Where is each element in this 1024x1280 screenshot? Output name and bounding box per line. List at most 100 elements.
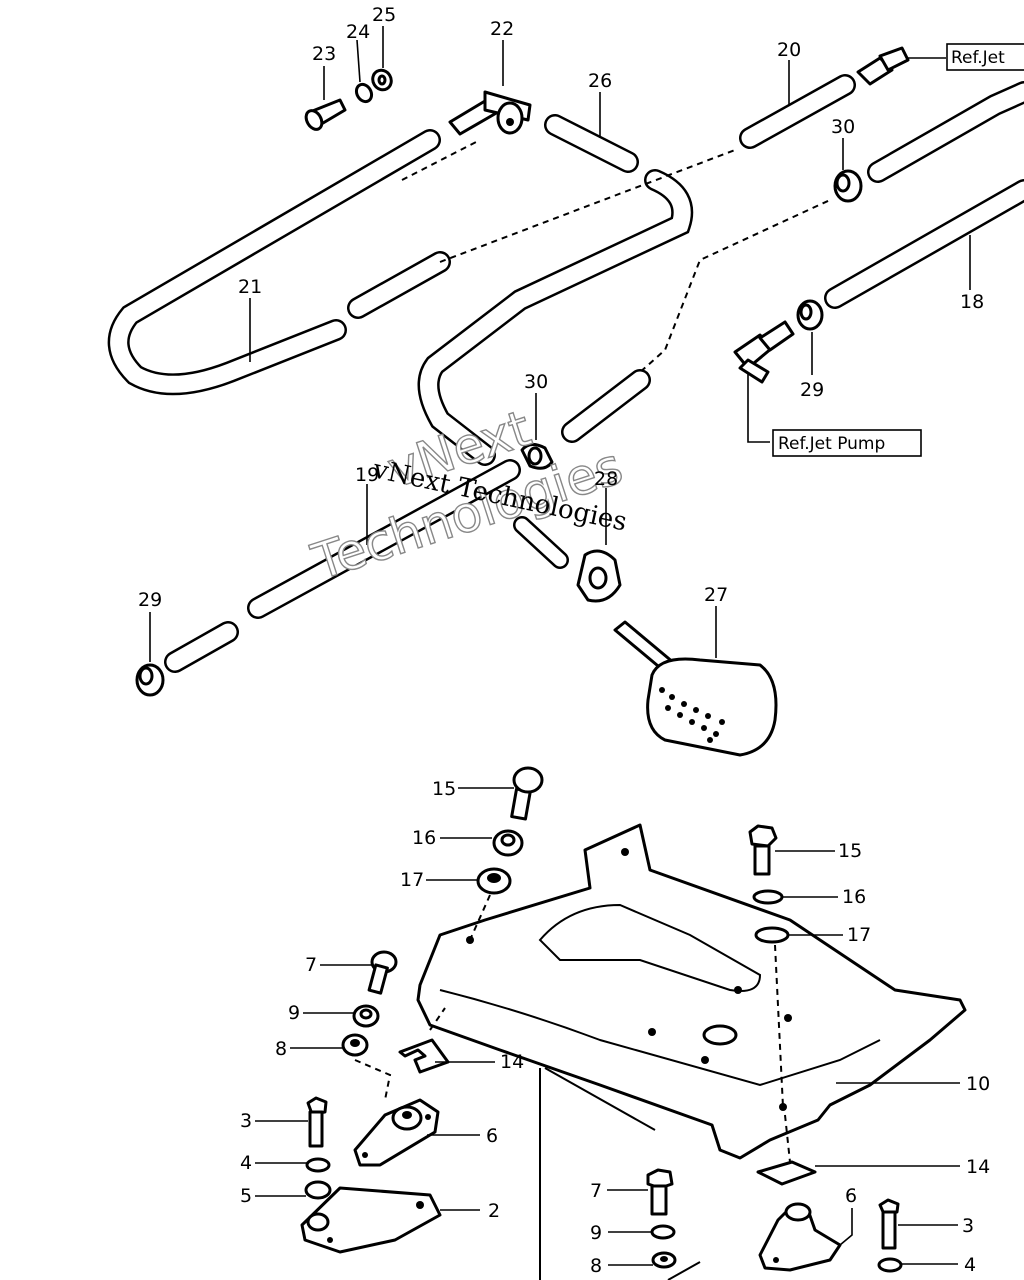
hose-center-loop	[417, 169, 694, 466]
hose-26	[544, 114, 639, 173]
clamp-29-right	[796, 299, 824, 331]
washer-4-left	[305, 1157, 331, 1173]
callout-27: 27	[704, 584, 728, 606]
bolt-7-right	[646, 1168, 674, 1216]
svg-text:Ref.Jet: Ref.Jet	[951, 48, 1005, 68]
shim-14-left	[398, 1038, 450, 1074]
callout-10: 10	[966, 1073, 990, 1095]
ref-box-jet-top: Ref.Jet	[946, 43, 1024, 71]
washer-16-right	[752, 889, 784, 905]
ref-box-jet-pump: Ref.Jet Pump	[772, 429, 922, 457]
tee-fitting-22	[448, 90, 532, 136]
callout-5-left: 5	[240, 1185, 252, 1207]
callout-4-right: 4	[964, 1254, 976, 1276]
fitting-28	[576, 549, 622, 603]
hose-20	[739, 74, 856, 149]
washer-25	[371, 68, 393, 92]
align-line-15-right	[774, 944, 784, 1108]
callout-3-right: 3	[962, 1215, 974, 1237]
washer-24	[354, 82, 374, 104]
align-line-6-left	[354, 1059, 392, 1101]
callout-numbers: 23 24 25 22 26 20 30 18 21 29 30 19 28 2…	[138, 4, 990, 1277]
leader-lines	[149, 26, 971, 1266]
align-line-15-left	[469, 894, 491, 941]
bolt-3-right	[878, 1198, 900, 1250]
callout-9-left: 9	[288, 1002, 300, 1024]
callout-8-right: 8	[590, 1255, 602, 1277]
washer-9-left	[352, 1004, 380, 1028]
callout-29-right: 29	[800, 379, 824, 401]
callout-9-right: 9	[590, 1222, 602, 1244]
callout-21: 21	[238, 276, 262, 298]
callout-30-top: 30	[831, 116, 855, 138]
callout-3-left: 3	[240, 1110, 252, 1132]
washer-5-left	[304, 1180, 332, 1200]
routing-line-c	[401, 139, 481, 181]
washer-4-right	[877, 1257, 903, 1273]
callout-14-right: 14	[966, 1156, 990, 1178]
washer-8-left	[341, 1033, 369, 1057]
callout-20: 20	[777, 39, 801, 61]
svg-text:Ref.Jet Pump: Ref.Jet Pump	[778, 434, 885, 454]
bolt-15-left	[510, 766, 544, 821]
hose-short-mid	[347, 251, 451, 319]
callout-6-right: 6	[845, 1185, 857, 1207]
callout-28: 28	[594, 468, 618, 490]
washer-9-right	[650, 1224, 676, 1240]
hose-short-28	[513, 516, 569, 569]
callout-16-right: 16	[842, 886, 866, 908]
strainer-27	[613, 620, 778, 757]
clamp-30-top	[833, 169, 863, 203]
align-line-14-left	[429, 1007, 446, 1031]
bolt-3-left	[306, 1096, 328, 1148]
routing-line-a	[439, 149, 736, 263]
clamp-30-mid	[520, 443, 554, 470]
align-line-14-right	[784, 1114, 791, 1163]
fitting-ref-jet-top	[856, 46, 910, 86]
callout-17-left: 17	[400, 869, 424, 891]
mount-6-right	[758, 1202, 842, 1272]
hose-lower-right	[561, 369, 651, 443]
clamp-29-left	[135, 663, 165, 697]
elbow-fitting-jet-pump	[733, 320, 795, 384]
callout-14-left: 14	[500, 1051, 524, 1073]
callout-15-left: 15	[432, 778, 456, 800]
callout-18: 18	[960, 291, 984, 313]
bolt-7-left	[367, 950, 398, 995]
shim-14-right	[756, 1160, 817, 1186]
hose-19	[247, 459, 521, 619]
callout-22: 22	[490, 18, 514, 40]
engine-cradle-10	[416, 823, 967, 1160]
callout-25: 25	[372, 4, 396, 26]
callout-8-left: 8	[275, 1038, 287, 1060]
washer-17-left	[476, 867, 512, 895]
mount-6-left	[353, 1098, 440, 1167]
callout-23: 23	[312, 43, 336, 65]
callout-30-mid: 30	[524, 371, 548, 393]
bolt-15-right	[748, 824, 778, 876]
callout-6-left: 6	[486, 1125, 498, 1147]
callout-4-left: 4	[240, 1152, 252, 1174]
callout-17-right: 17	[847, 924, 871, 946]
callout-2: 2	[488, 1200, 500, 1222]
washer-16-left	[492, 829, 524, 857]
washer-8-right	[651, 1251, 677, 1269]
frame-line-diag	[544, 1067, 656, 1131]
mount-plate-2	[300, 1186, 442, 1254]
washer-17-right	[754, 926, 790, 944]
hose-18-lower	[824, 179, 1024, 309]
frame-line-bottom	[667, 1261, 701, 1280]
callout-7-left: 7	[305, 954, 317, 976]
callout-26: 26	[588, 70, 612, 92]
hose-short-left	[164, 621, 239, 673]
callout-15-right: 15	[838, 840, 862, 862]
callout-7-right: 7	[590, 1180, 602, 1202]
callout-19: 19	[355, 464, 379, 486]
callout-24: 24	[346, 21, 370, 43]
bolt-23	[304, 98, 347, 131]
hose-18-upper	[867, 81, 1024, 183]
hose-21	[107, 129, 441, 396]
callout-29-left: 29	[138, 589, 162, 611]
callout-16-left: 16	[412, 827, 436, 849]
